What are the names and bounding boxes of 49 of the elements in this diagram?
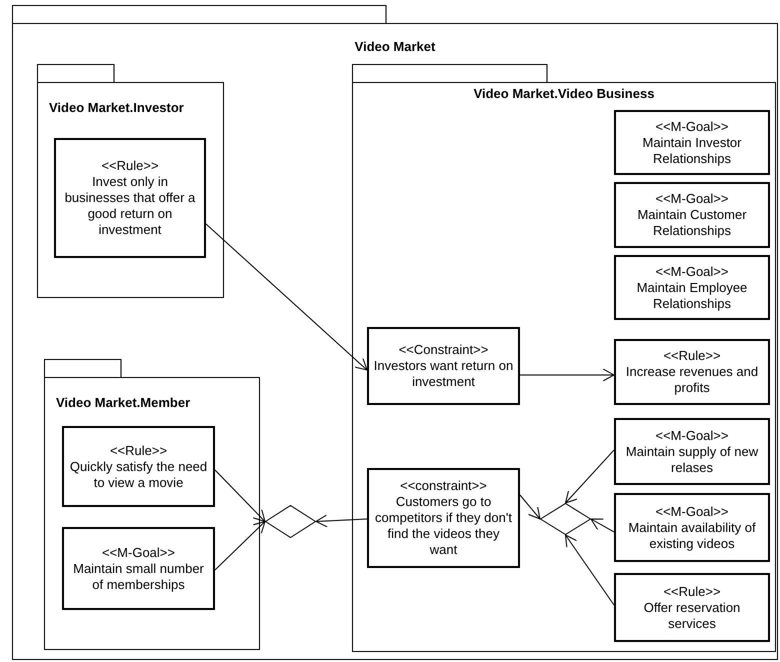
element-text: Investors want return on investment <box>373 358 514 390</box>
element-text: Quickly satisfy the need to view a movie <box>68 458 208 490</box>
stereotype-label: <<M-Goal>> <box>656 504 728 520</box>
element-box <box>62 426 215 507</box>
element-text: Maintain small number of memberships <box>72 560 205 592</box>
element-box <box>614 493 770 562</box>
arrow <box>520 368 614 382</box>
element-text: Maintain Employee Relationships <box>636 280 748 312</box>
stereotype-label: <<M-Goal>> <box>102 544 175 560</box>
stereotype-label: <<constraint>> <box>400 478 487 494</box>
element-box <box>614 573 770 642</box>
stereotype-label: <<M-Goal>> <box>656 118 728 134</box>
stereotype-label: <<M-Goal>> <box>656 428 728 444</box>
element-box <box>614 182 770 248</box>
element-text: Offer reservation services <box>642 600 742 632</box>
element-box <box>367 468 520 568</box>
stereotype-label: <<Constraint>> <box>398 342 488 358</box>
element-box <box>614 339 770 405</box>
package-title: Video Market.Member <box>56 395 192 412</box>
arrow <box>316 514 368 528</box>
stereotype-label: <<Rule>> <box>101 158 159 174</box>
arrow <box>214 469 266 522</box>
arrow <box>565 534 614 606</box>
element-text: Maintain Investor Relationships <box>642 134 742 166</box>
stereotype-label: <<M-Goal>> <box>656 264 728 280</box>
arrow <box>565 450 614 504</box>
element-text: Maintain Customer Relationships <box>636 207 748 239</box>
element-text: Maintain availability of existing videos <box>627 520 757 552</box>
stereotype-label: <<Rule>> <box>663 348 721 364</box>
element-box <box>62 527 215 610</box>
package-title: Video Market <box>354 39 436 56</box>
stereotype-label: <<Rule>> <box>663 584 721 600</box>
package-title: Video Market.Investor <box>49 100 185 116</box>
element-box <box>54 138 206 258</box>
element-box <box>614 255 770 320</box>
element-text: Increase revenues and profits <box>624 364 760 396</box>
element-box <box>367 327 520 405</box>
arrow <box>214 521 266 570</box>
arrow <box>206 224 368 370</box>
arrow <box>520 494 540 520</box>
element-text: Maintain supply of new relases <box>624 444 760 476</box>
element-box <box>614 110 770 175</box>
element-text: Customers go to competitors if they don't find the videos they want <box>374 494 513 558</box>
arrow <box>590 518 614 532</box>
stereotype-label: <<Rule>> <box>110 442 168 458</box>
element-text: Invest only in businesses that offer a good return on investment <box>64 174 196 238</box>
element-box <box>614 418 770 485</box>
stereotype-label: <<M-Goal>> <box>656 191 728 207</box>
package-title: Video Market.Video Business <box>472 86 656 102</box>
